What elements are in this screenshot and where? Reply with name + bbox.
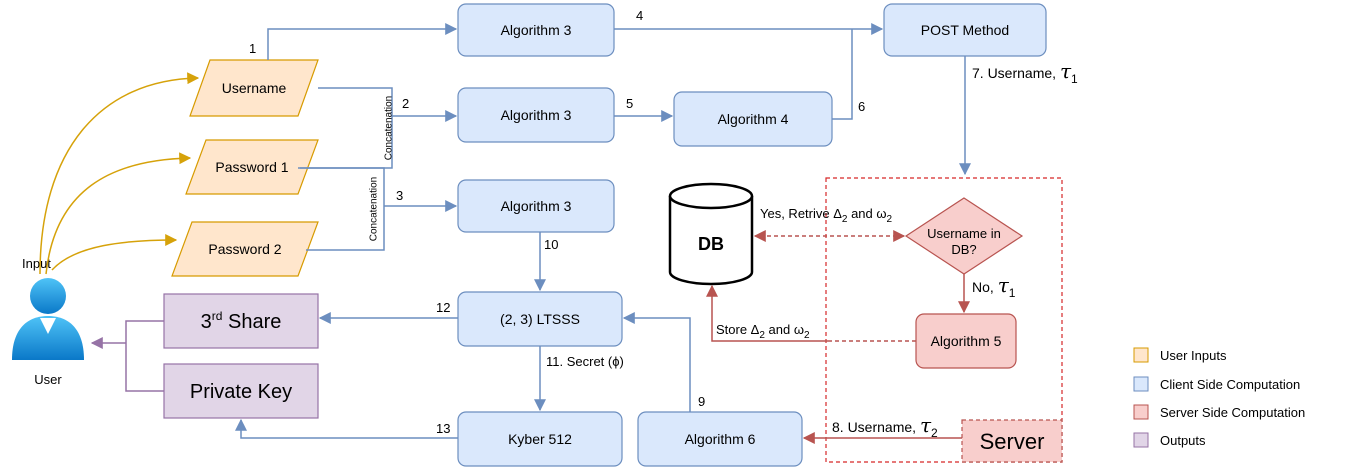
- no-label: No, τ1: [972, 273, 1016, 300]
- edge-9-label: 9: [698, 394, 705, 409]
- legend-label-user-inputs: User Inputs: [1160, 348, 1227, 363]
- edge-4-label: 4: [636, 8, 643, 23]
- svg-text:Algorithm 4: Algorithm 4: [718, 111, 789, 127]
- legend-swatch-outputs: [1133, 432, 1149, 448]
- svg-text:Algorithm 3: Algorithm 3: [501, 198, 572, 214]
- edge-user-password1: [45, 152, 192, 275]
- algorithm3-mid-box: Algorithm 3: [457, 87, 615, 143]
- username-label: Username: [222, 80, 287, 96]
- username-input-shape: Username: [189, 59, 319, 117]
- svg-text:Username in: Username in: [927, 226, 1001, 241]
- concatenation-label-1: Concatenation: [384, 96, 395, 161]
- legend-swatch-user-inputs: [1133, 347, 1149, 363]
- server-region: [825, 177, 1063, 463]
- svg-text:Algorithm 5: Algorithm 5: [931, 333, 1002, 349]
- edge-9: [622, 312, 691, 412]
- input-label: Input: [22, 256, 51, 271]
- password2-input-shape: Password 2: [171, 221, 319, 277]
- edge-6-label: 6: [858, 99, 865, 114]
- server-label-box: Server: [961, 419, 1063, 463]
- password1-label: Password 1: [215, 159, 288, 175]
- db-cylinder: DB: [668, 182, 754, 286]
- edge-10-label: 10: [544, 237, 558, 252]
- edge-outputs-bracket: [125, 320, 164, 392]
- legend-label-server: Server Side Computation: [1160, 405, 1305, 420]
- edge-user-username: [39, 72, 200, 275]
- edge-1-label: 1: [249, 41, 256, 56]
- username-in-db-decision: Username in DB?: [904, 197, 1024, 275]
- legend-swatch-client: [1133, 376, 1149, 392]
- svg-text:DB?: DB?: [951, 242, 976, 257]
- svg-text:Algorithm 6: Algorithm 6: [685, 431, 756, 447]
- post-method-box: POST Method: [883, 3, 1047, 57]
- legend-label-outputs: Outputs: [1160, 433, 1206, 448]
- algorithm3-top-box: Algorithm 3: [457, 3, 615, 57]
- edge-8-label: 8. Username, τ2: [832, 413, 938, 440]
- db-label: DB: [698, 234, 724, 254]
- legend-label-client: Client Side Computation: [1160, 377, 1300, 392]
- edge-7-label: 7. Username, τ1: [972, 59, 1078, 86]
- yes-retrieve-label: Yes, Retrive Δ2 and ω2: [760, 206, 893, 225]
- user-label: User: [34, 372, 62, 387]
- svg-text:POST Method: POST Method: [921, 22, 1009, 38]
- legend: User Inputs Client Side Computation Serv…: [1133, 347, 1305, 448]
- ltsss-box: (2, 3) LTSSS: [457, 291, 623, 347]
- edge-2-label: 2: [402, 96, 409, 111]
- kyber-box: Kyber 512: [457, 411, 623, 467]
- legend-swatch-server: [1133, 404, 1149, 420]
- edge-1: [267, 23, 458, 60]
- edge-11-label: 11. Secret (ϕ): [546, 354, 624, 369]
- algorithm3-low-box: Algorithm 3: [457, 179, 615, 233]
- svg-text:Algorithm 3: Algorithm 3: [501, 107, 572, 123]
- third-share-box: 3rd Share: [163, 293, 319, 349]
- edge-3-label: 3: [396, 188, 403, 203]
- edge-12-label: 12: [436, 300, 450, 315]
- concatenation-label-2: Concatenation: [369, 177, 380, 242]
- store-label: Store Δ2 and ω2: [716, 322, 810, 341]
- edge-13-label: 13: [436, 421, 450, 436]
- edge-5-label: 5: [626, 96, 633, 111]
- private-key-box: Private Key: [163, 363, 319, 419]
- concat-2-bracket: [300, 167, 385, 251]
- algorithm4-box: Algorithm 4: [673, 91, 833, 147]
- svg-text:Algorithm 3: Algorithm 3: [501, 22, 572, 38]
- svg-text:Kyber 512: Kyber 512: [508, 431, 572, 447]
- svg-text:(2, 3) LTSSS: (2, 3) LTSSS: [500, 311, 580, 327]
- password1-input-shape: Password 1: [185, 139, 319, 195]
- edge-user-password2: [51, 234, 178, 271]
- edge-6: [832, 29, 853, 120]
- user-icon: [12, 278, 84, 360]
- svg-text:Server: Server: [980, 429, 1045, 454]
- edge-store: [706, 284, 830, 342]
- svg-text:3rd Share: 3rd Share: [201, 309, 282, 333]
- svg-text:Private Key: Private Key: [190, 381, 292, 403]
- password2-label: Password 2: [208, 241, 281, 257]
- algorithm5-box: Algorithm 5: [915, 313, 1017, 369]
- algorithm6-box: Algorithm 6: [637, 411, 803, 467]
- edge-13: [235, 418, 458, 439]
